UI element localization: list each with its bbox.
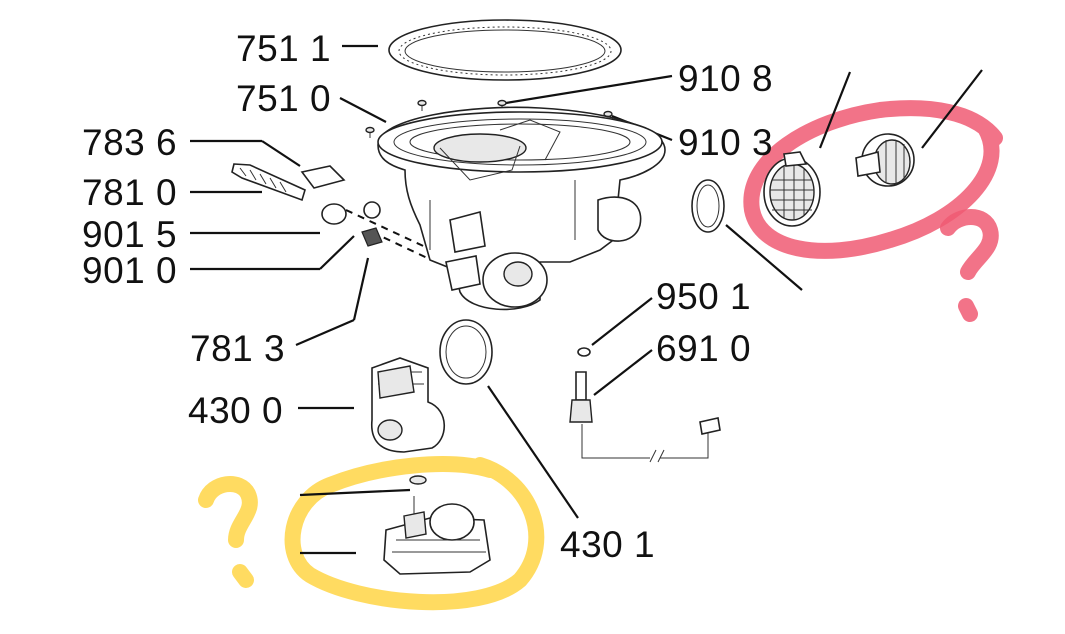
red-question-mark (940, 209, 999, 280)
label-screw-9108: 910 8 (678, 58, 774, 99)
red-question-dot (958, 298, 978, 322)
yellow-annotation (198, 456, 545, 611)
sump-housing-part (377, 106, 666, 311)
spray-arm-tube-part (231, 163, 383, 247)
red-circle-marker (743, 100, 1003, 259)
label-part-7810: 781 0 (82, 172, 178, 213)
label-screw-9103: 910 3 (678, 122, 774, 163)
filter-cap-part (855, 133, 915, 187)
label-part-9501: 950 1 (656, 276, 752, 317)
red-annotation (743, 100, 1003, 322)
yellow-circle-marker (284, 456, 545, 611)
yellow-question-dot (232, 564, 254, 588)
label-part-9015: 901 5 (82, 214, 178, 255)
sensor-cable-part (569, 371, 721, 463)
yellow-question-mark (198, 476, 258, 548)
small-o-ring-part (577, 347, 591, 357)
label-part-7813: 781 3 (190, 328, 286, 369)
seal-ring-part (388, 19, 622, 81)
label-pump-4301: 430 1 (560, 524, 656, 565)
label-part-7836: 783 6 (82, 122, 178, 163)
circulation-pump-part (383, 475, 491, 575)
label-pump-4300: 430 0 (188, 390, 284, 431)
filter-screen-part (763, 151, 821, 227)
o-ring-large-part (439, 319, 493, 385)
label-ring-7511: 751 1 (236, 28, 332, 69)
label-part-6910: 691 0 (656, 328, 752, 369)
label-lid-7510: 751 0 (236, 78, 332, 119)
label-part-9010: 901 0 (82, 250, 178, 291)
drain-pump-part (371, 357, 445, 453)
o-ring-small-part (691, 179, 725, 233)
